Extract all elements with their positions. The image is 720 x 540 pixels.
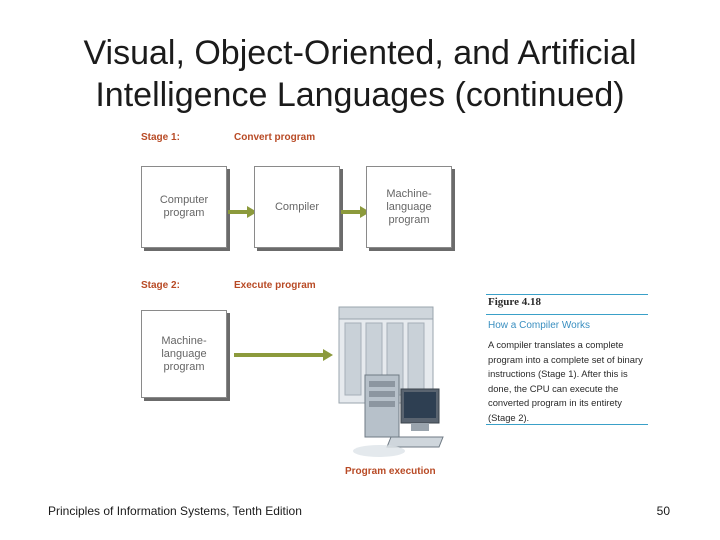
stage2-label: Stage 2:: [141, 280, 180, 291]
figure-mid-rule: [486, 314, 648, 315]
compiler-label: Compiler: [274, 200, 319, 213]
stage1-heading: Convert program: [234, 132, 316, 143]
computer-icon: [338, 306, 444, 457]
footer-text: Principles of Information Systems, Tenth…: [48, 504, 302, 518]
stage1-label: Stage 1:: [141, 132, 180, 143]
figure-title: How a Compiler Works: [488, 320, 591, 331]
machine-language-box-stage2: Machine- language program: [141, 310, 227, 398]
figure-caption: A compiler translates a complete program…: [488, 339, 643, 423]
machine-language-label-stage1: Machine- language program: [386, 187, 432, 226]
figure-number: Figure 4.18: [488, 296, 541, 308]
arrow-to-machine-language: [341, 206, 370, 218]
figure-top-rule: [486, 294, 648, 295]
compiler-box: Compiler: [254, 166, 340, 248]
arrow-to-computer: [234, 349, 333, 361]
slide-title: Visual, Object-Oriented, and Artificial …: [83, 34, 637, 114]
arrow-to-compiler: [228, 206, 257, 218]
computer-program-box: Computer program: [141, 166, 227, 248]
computer-program-label: Computer program: [159, 194, 209, 219]
figure-bottom-rule: [486, 424, 648, 425]
program-execution-label: Program execution: [345, 466, 436, 477]
stage2-heading: Execute program: [234, 280, 316, 291]
page-number: 50: [656, 504, 670, 518]
machine-language-label-stage2: Machine- language program: [161, 334, 207, 373]
machine-language-box-stage1: Machine- language program: [366, 166, 452, 248]
